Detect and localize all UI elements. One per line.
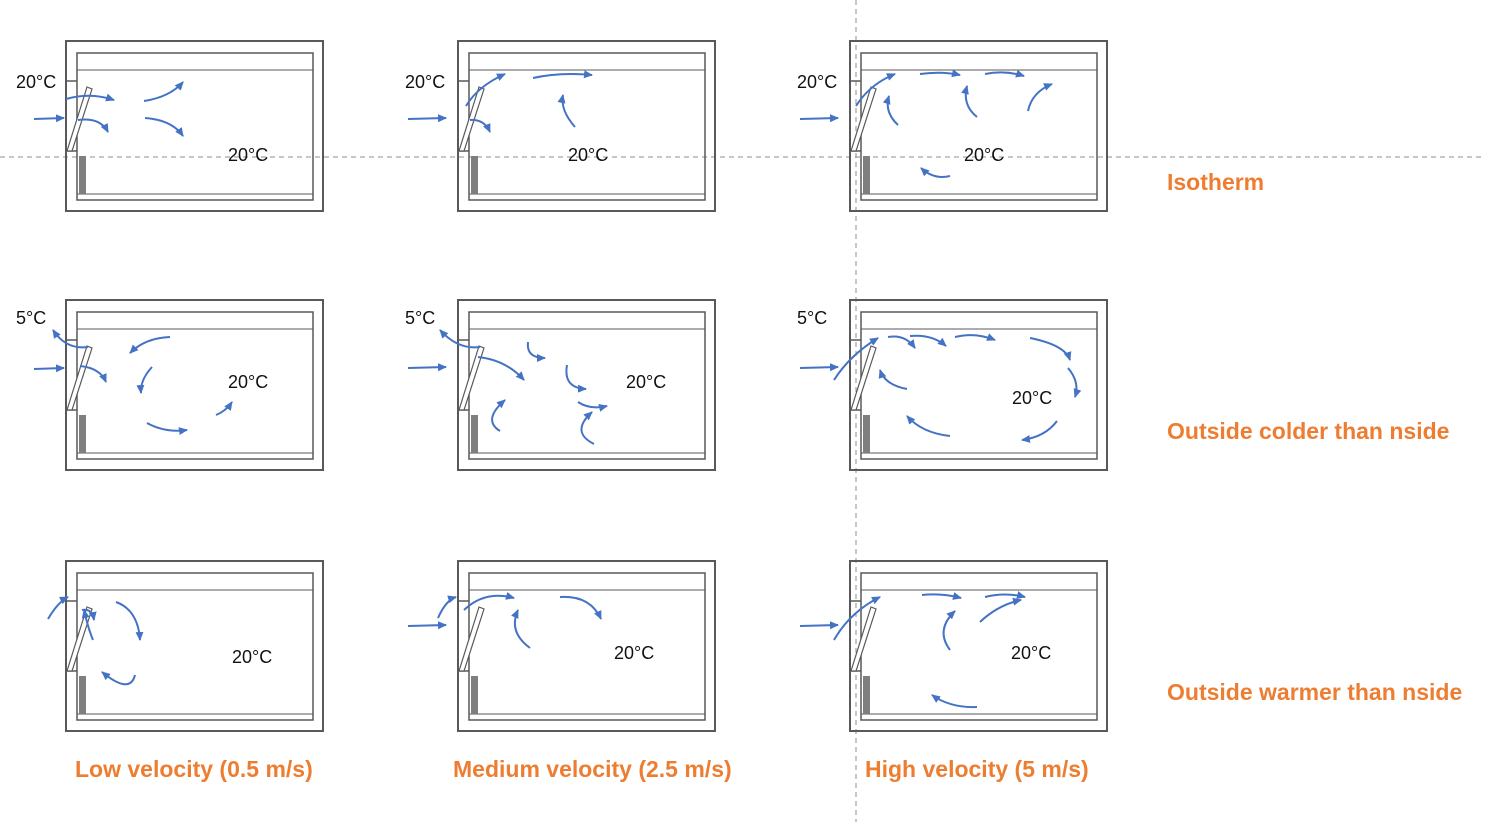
outside-temperature: 5°C — [797, 308, 827, 328]
panel-warmer-medium: 20°C — [407, 560, 716, 732]
panel-colder-medium: 5°C 20°C — [405, 299, 716, 471]
airflow-arrows — [407, 592, 602, 649]
inside-temperature: 20°C — [1011, 643, 1051, 663]
inside-temperature: 20°C — [614, 643, 654, 663]
inside-temperature: 20°C — [1012, 388, 1052, 408]
outside-temperature: 5°C — [16, 308, 46, 328]
radiator — [471, 156, 478, 194]
outside-temperature: 5°C — [405, 308, 435, 328]
radiator — [471, 415, 478, 453]
airflow-arrows — [799, 591, 1026, 709]
outside-temperature: 20°C — [16, 72, 56, 92]
radiator — [79, 676, 86, 714]
radiator — [863, 156, 870, 194]
panel-warmer-high: 20°C — [799, 560, 1108, 732]
radiator — [863, 676, 870, 714]
room-frame — [849, 40, 1108, 212]
panel-isotherm-high: 20°C 20°C — [797, 40, 1108, 212]
panel-warmer-low: 20°C — [47, 560, 324, 732]
room-frame — [849, 299, 1108, 471]
radiator — [79, 156, 86, 194]
room-frame — [457, 560, 716, 732]
airflow-arrows — [33, 81, 184, 137]
airflow-arrows — [407, 70, 593, 133]
room-frame — [65, 299, 324, 471]
airflow-arrows — [799, 69, 1053, 178]
row-label-outside-colder: Outside colder than nside — [1167, 418, 1450, 444]
radiator — [471, 676, 478, 714]
radiator — [79, 415, 86, 453]
airflow-arrows — [799, 333, 1082, 443]
row-label-outside-warmer: Outside warmer than nside — [1167, 679, 1463, 705]
airflow-arrows — [407, 329, 608, 445]
panel-isotherm-low: 20°C 20°C — [16, 40, 324, 212]
room-frame — [849, 560, 1108, 732]
airflow-arrows — [47, 596, 144, 686]
inside-temperature: 20°C — [228, 372, 268, 392]
panel-isotherm-medium: 20°C 20°C — [405, 40, 716, 212]
inside-temperature: 20°C — [568, 145, 608, 165]
column-label-medium-velocity: Medium velocity (2.5 m/s) — [453, 756, 732, 782]
panel-colder-low: 5°C 20°C — [16, 299, 324, 471]
outside-temperature: 20°C — [405, 72, 445, 92]
airflow-arrows — [33, 329, 233, 436]
room-frame — [65, 560, 324, 732]
column-label-low-velocity: Low velocity (0.5 m/s) — [75, 756, 313, 782]
panel-colder-high: 5°C 20°C — [797, 299, 1108, 471]
room-frame — [457, 40, 716, 212]
inside-temperature: 20°C — [626, 372, 666, 392]
row-label-isotherm: Isotherm — [1167, 169, 1265, 195]
radiator — [863, 415, 870, 453]
outside-temperature: 20°C — [797, 72, 837, 92]
room-frame — [457, 299, 716, 471]
column-label-high-velocity: High velocity (5 m/s) — [865, 756, 1089, 782]
inside-temperature: 20°C — [228, 145, 268, 165]
inside-temperature: 20°C — [232, 647, 272, 667]
inside-temperature: 20°C — [964, 145, 1004, 165]
